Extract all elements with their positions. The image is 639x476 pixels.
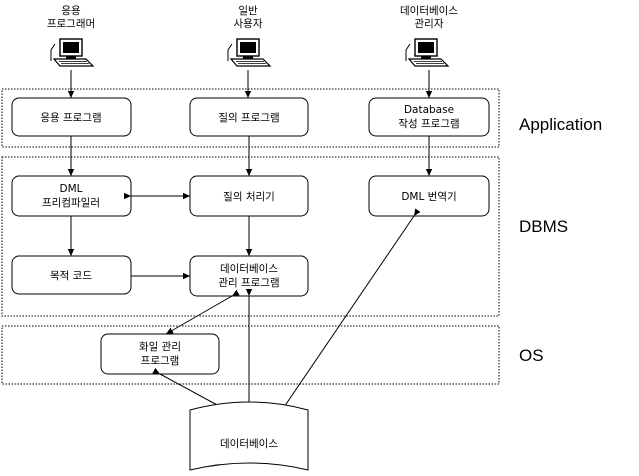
computer-terminal-icon [405, 38, 449, 67]
dml-precompiler-label-2: 프리컴파일러 [42, 196, 100, 209]
dml-translator-box [368, 175, 490, 217]
user-general-label-1: 일반 [238, 4, 258, 17]
file-manager-label-1: 화일 관리 [139, 340, 181, 353]
user-dba-label-2: 관리자 [415, 18, 444, 30]
application-layer-label: Application [519, 115, 602, 134]
dml-translator-label: DML 번역기 [401, 191, 456, 203]
db-program-label-1: Database [404, 104, 454, 116]
file-manager-box [100, 333, 220, 375]
query-processor-label: 질의 처리기 [223, 191, 275, 203]
os-layer-frame [1, 325, 500, 385]
db-manager-box [189, 255, 309, 297]
user-app-programmer-label-1: 응용 [61, 5, 81, 17]
user-general-label-2: 사용자 [234, 18, 263, 30]
user-dba-label-1: 데이터베이스 [400, 5, 458, 17]
dml-precompiler-label-1: DML [60, 183, 83, 195]
app-program-label: 응용 프로그램 [40, 112, 101, 124]
object-code-label: 목적 코드 [50, 270, 92, 282]
user-app-programmer-label-2: 프로그래머 [47, 18, 95, 30]
arrow-db-manager-file-manager [165, 289, 240, 335]
arrow-translator-database [279, 208, 421, 414]
db-program-label-2: 작성 프로그램 [398, 118, 459, 130]
dbms-layer-label: DBMS [519, 217, 568, 236]
computer-terminal-icon [50, 38, 94, 67]
database-cylinder [189, 401, 309, 471]
db-manager-label-2: 관리 프로그램 [218, 277, 279, 289]
computer-terminal-icon [227, 38, 271, 67]
file-manager-label-2: 프로그램 [141, 355, 180, 367]
database-label: 데이터베이스 [220, 438, 278, 450]
os-layer-label: OS [519, 346, 544, 365]
db-manager-label-1: 데이터베이스 [220, 263, 278, 275]
dml-precompiler-box [11, 175, 132, 217]
application-layer-frame [1, 88, 500, 148]
object-code-box [11, 255, 132, 295]
query-program-label: 질의 프로그램 [218, 112, 279, 124]
